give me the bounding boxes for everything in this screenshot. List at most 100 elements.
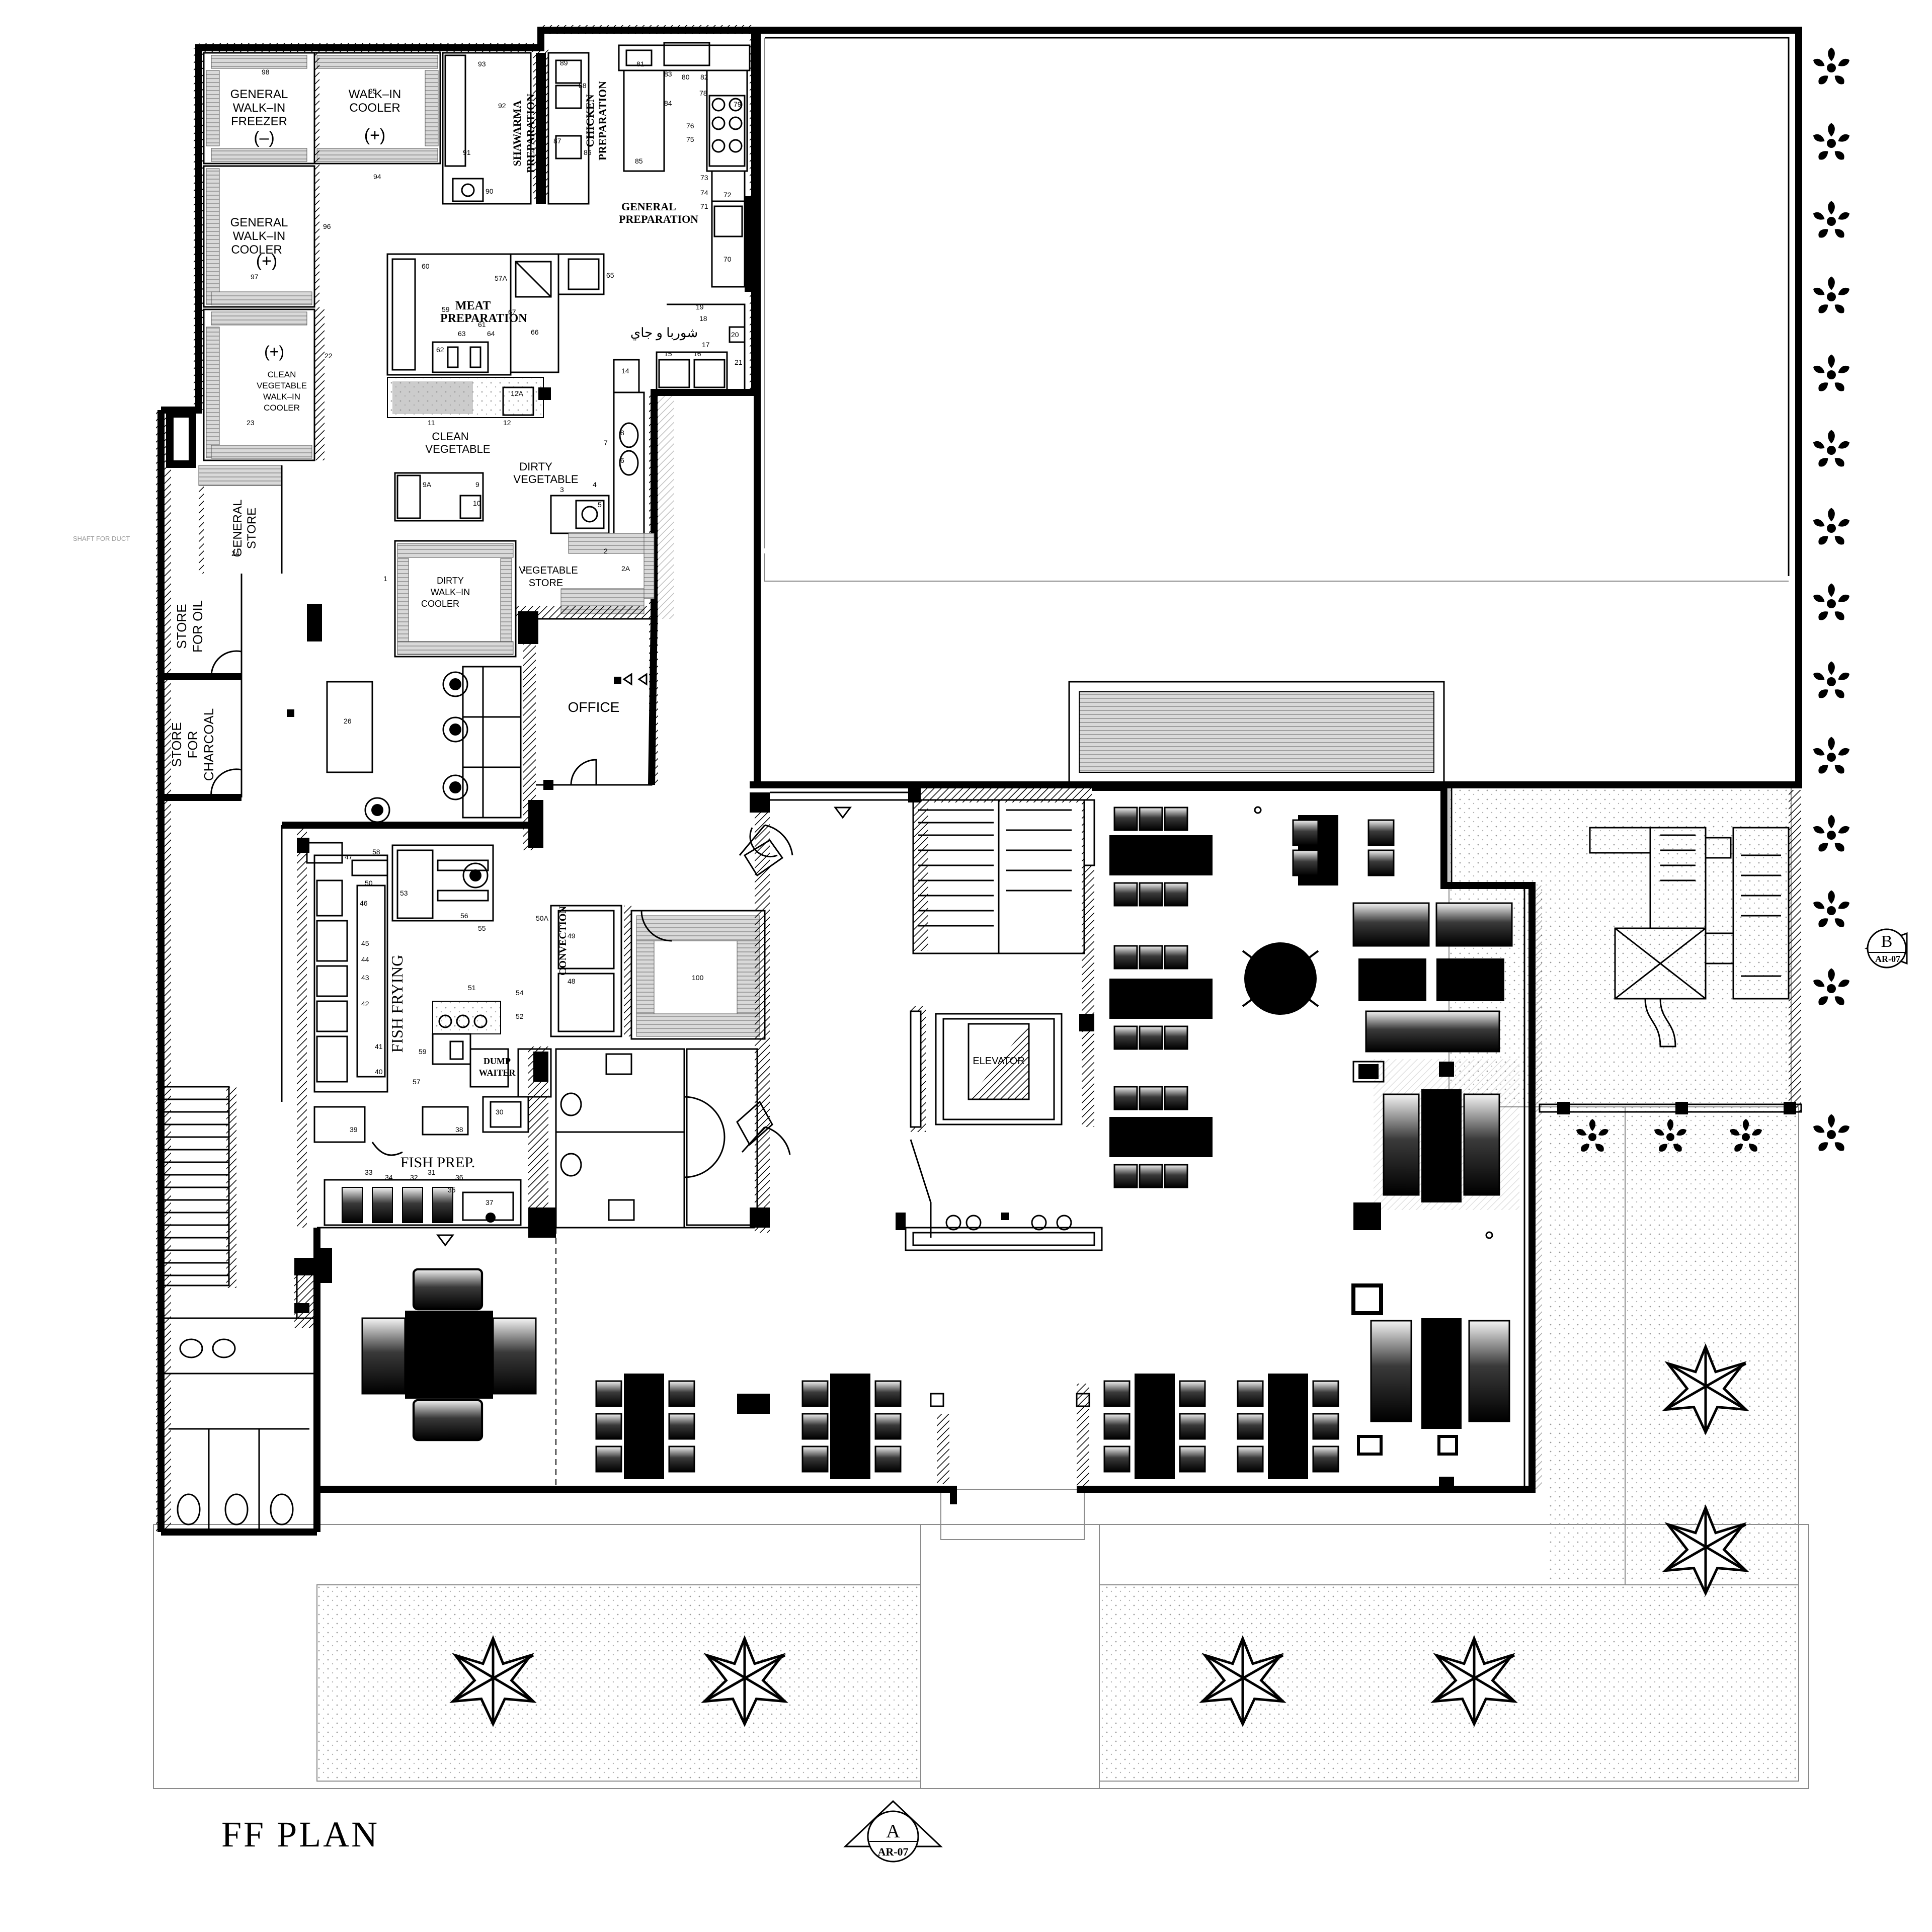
chair-icon — [414, 1269, 482, 1309]
gcooler-label-1: GENERAL — [230, 216, 288, 229]
shrub-icon — [1813, 737, 1849, 774]
door-swing-icon — [210, 650, 242, 677]
core — [770, 787, 1103, 1251]
planter-right — [1099, 1585, 1799, 1781]
equip-num: 20 — [731, 331, 739, 339]
equip-num: 54 — [516, 989, 524, 997]
equip-num: 72 — [723, 191, 732, 199]
equip-num: 1 — [383, 575, 387, 583]
west-stores — [160, 574, 318, 1532]
freezer-label-2: WALK–IN — [233, 101, 285, 115]
equip-num: 82 — [700, 73, 708, 81]
dirty-cooler-label-2: WALK–IN — [431, 587, 470, 597]
office-label: OFFICE — [568, 699, 620, 715]
freezer-label-3: FREEZER — [231, 115, 287, 128]
equip-num: 44 — [361, 955, 369, 963]
equip-num: 51 — [468, 984, 476, 992]
equip-num: 75 — [686, 135, 694, 143]
dining-west — [313, 1227, 957, 1504]
cook-line — [442, 619, 553, 850]
equip-num: 7 — [604, 439, 608, 447]
cooler-label-2: COOLER — [349, 101, 400, 115]
equip-num: 98 — [262, 68, 270, 76]
table-column — [1109, 807, 1213, 1188]
charcoal-label-2: FOR — [185, 731, 200, 759]
fish-zone — [281, 797, 556, 1238]
shrub-icon — [1813, 354, 1849, 391]
equip-num: 67 — [508, 308, 516, 316]
section-a-sheet: AR-07 — [877, 1845, 908, 1858]
equip-num: 87 — [553, 137, 561, 145]
veg-store-label-1: VEGETABLE — [519, 565, 578, 576]
general-store-label-1: GENERAL — [231, 500, 245, 557]
dirty-cooler-label-3: COOLER — [421, 599, 459, 609]
section-b-sheet: AR-07 — [1875, 954, 1900, 964]
equip-num: 3 — [560, 486, 564, 494]
equip-num: 80 — [682, 73, 690, 81]
equip-num: 50 — [365, 879, 373, 887]
equip-num: 4 — [593, 480, 597, 489]
sink-icon — [179, 1338, 203, 1358]
corridor-doors — [436, 807, 852, 1247]
equip-num: 16 — [693, 350, 701, 358]
equip-num: 96 — [323, 222, 331, 230]
section-b-letter: B — [1881, 932, 1893, 951]
door-swing-icon — [570, 759, 597, 785]
plan-title: FF PLAN — [221, 1814, 379, 1855]
equip-num: 14 — [621, 367, 629, 375]
equip-num: 5 — [598, 501, 602, 509]
cveg-label-2: VEGETABLE — [257, 381, 307, 390]
equip-num: 42 — [361, 1000, 369, 1008]
fish-frying-label: FISH FRYING — [388, 955, 406, 1053]
equip-num: 89 — [560, 59, 568, 67]
equip-num: 12A — [511, 389, 524, 397]
veg-store-label-2: STORE — [529, 578, 564, 589]
cveg-sign: (+) — [264, 343, 284, 361]
chair-icon — [414, 1400, 482, 1440]
equip-num: 66 — [531, 328, 539, 336]
equip-num: 41 — [375, 1042, 383, 1051]
cveg-label-4: COOLER — [264, 403, 300, 413]
office-room — [536, 618, 653, 786]
table-long — [830, 1374, 870, 1479]
arabic-note: شوربا و جاي — [630, 325, 698, 341]
play-structure — [1589, 790, 1801, 1112]
shrub-icon — [1813, 661, 1849, 698]
equip-num: 100 — [692, 974, 704, 982]
shrub-icon — [1813, 968, 1849, 1005]
shrub-icon — [1813, 430, 1849, 467]
chicken-label-1: CHICKEN — [584, 94, 596, 147]
equip-num: 19 — [696, 303, 704, 311]
door-swing-icon — [684, 1096, 726, 1178]
equip-num: 39 — [350, 1125, 358, 1134]
equip-num: 56 — [460, 912, 468, 920]
equip-num: 85 — [635, 157, 643, 165]
shawarma-label-1: SHAWARMA — [511, 101, 523, 167]
equip-num: 49 — [568, 932, 576, 940]
equip-num: 78 — [699, 89, 707, 97]
room-labels: SHAWARMA PREPARATION CHICKEN PREPARATION… — [73, 81, 1025, 1171]
prep-area-top — [386, 42, 757, 619]
dirty-veg-label-2: VEGETABLE — [513, 473, 578, 486]
general-prep-label-1: GENERAL — [621, 200, 676, 213]
equip-num: 83 — [664, 70, 672, 78]
clean-veg-label-1: CLEAN — [432, 430, 468, 443]
shrub-icon — [1813, 123, 1849, 160]
equip-num: 73 — [700, 174, 708, 182]
equip-num: 52 — [516, 1012, 524, 1020]
equip-num: 88 — [579, 82, 587, 90]
equip-num: 76 — [686, 122, 694, 130]
door-swing-icon — [210, 768, 242, 798]
freezer-label-1: GENERAL — [230, 88, 288, 101]
title-block: FF PLAN A AR-07 — [221, 1800, 943, 1863]
equip-num: 22 — [325, 352, 333, 360]
equip-num: 12 — [503, 419, 511, 427]
equip-num: 30 — [496, 1108, 504, 1116]
equip-num: 9A — [423, 480, 432, 489]
gcooler-label-2: WALK–IN — [233, 229, 285, 243]
equip-num: 45 — [361, 939, 369, 947]
dumb-waiter-label-2: WAITER — [478, 1068, 516, 1078]
gcooler-label-3: COOLER — [231, 243, 282, 257]
equip-num: 55 — [478, 924, 486, 932]
